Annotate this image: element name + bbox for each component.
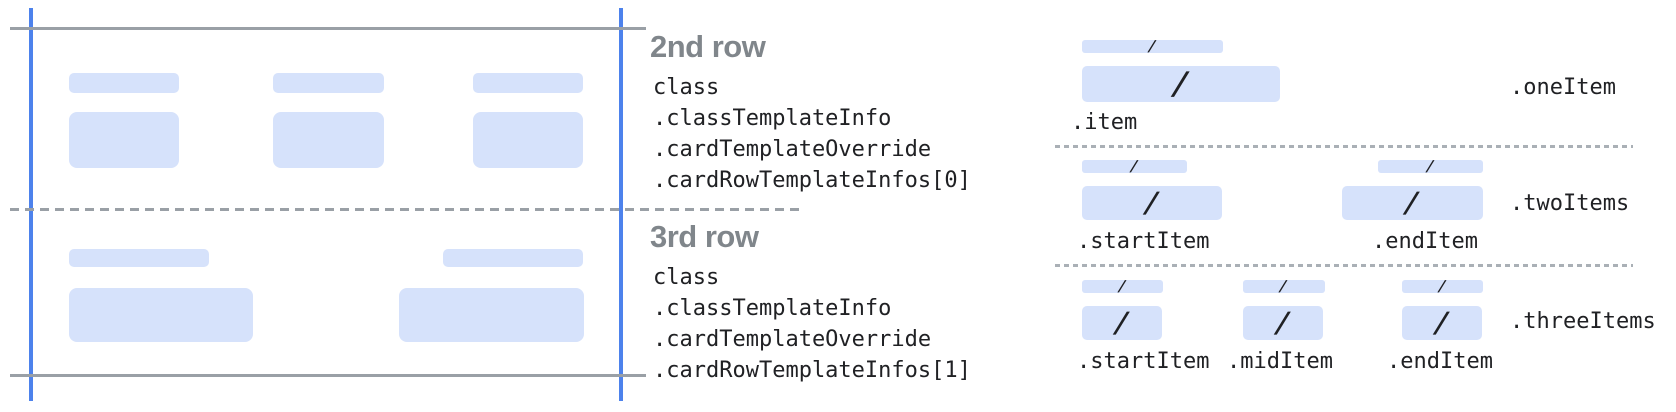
- slash-placeholder-icon: /: [1425, 157, 1437, 175]
- item-value-placeholder-bar: /: [1243, 306, 1323, 340]
- slash-placeholder-icon: /: [1129, 157, 1141, 175]
- slash-placeholder-icon: /: [1437, 277, 1449, 295]
- code-line: .cardTemplateOverride: [653, 327, 932, 352]
- item-title-placeholder-bar: /: [1378, 157, 1483, 175]
- slash-placeholder-icon: /: [1169, 65, 1193, 102]
- one-item-variant-label: .oneItem: [1510, 75, 1616, 100]
- slash-placeholder-icon: /: [1278, 277, 1290, 295]
- code-line: .classTemplateInfo: [653, 296, 892, 321]
- slash-placeholder-icon: /: [1272, 306, 1294, 339]
- start-item-field-label: .startItem: [1077, 229, 1210, 254]
- code-line: .cardRowTemplateInfos[1]: [653, 358, 971, 383]
- label-placeholder-bar: [443, 249, 583, 267]
- slash-placeholder-icon: /: [1117, 277, 1129, 295]
- value-placeholder-box: [473, 112, 583, 168]
- guide-vertical-right-line: [619, 8, 623, 401]
- three-items-variant-label: .threeItems: [1510, 309, 1656, 334]
- code-line: class: [653, 265, 720, 290]
- value-placeholder-box: [69, 288, 253, 342]
- slash-placeholder-icon: /: [1431, 306, 1453, 339]
- item-value-placeholder-bar: /: [1342, 186, 1483, 220]
- label-placeholder-bar: [473, 73, 583, 93]
- guide-horizontal-bottom-line: [10, 374, 646, 377]
- item-title-placeholder-bar: /: [1082, 37, 1223, 55]
- item-field-label: .item: [1071, 110, 1138, 135]
- item-title-placeholder-bar: /: [1082, 277, 1163, 295]
- code-line: .classTemplateInfo: [653, 106, 892, 131]
- label-placeholder-bar: [69, 249, 209, 267]
- item-title-placeholder-bar: /: [1082, 157, 1187, 175]
- code-line: .cardRowTemplateInfos[0]: [653, 168, 971, 193]
- start-item-field-label: .startItem: [1077, 349, 1210, 374]
- item-value-placeholder-bar: /: [1082, 186, 1222, 220]
- guide-horizontal-top-line: [10, 27, 646, 30]
- label-placeholder-bar: [273, 73, 384, 93]
- item-value-placeholder-bar: /: [1402, 306, 1482, 340]
- item-value-placeholder-bar: /: [1082, 66, 1280, 102]
- slash-placeholder-icon: /: [1147, 37, 1159, 55]
- code-line: .cardTemplateOverride: [653, 137, 932, 162]
- code-line: class: [653, 75, 720, 100]
- slash-placeholder-icon: /: [1402, 186, 1423, 219]
- value-placeholder-box: [273, 112, 384, 168]
- mid-item-field-label: .midItem: [1227, 349, 1333, 374]
- variant-divider-dotted-line: [1055, 145, 1633, 148]
- row-divider-dashed-line: [10, 208, 800, 211]
- third-row-heading: 3rd row: [650, 219, 759, 254]
- item-title-placeholder-bar: /: [1402, 277, 1483, 295]
- two-items-variant-label: .twoItems: [1510, 191, 1630, 216]
- end-item-field-label: .endItem: [1372, 229, 1478, 254]
- item-title-placeholder-bar: /: [1243, 277, 1325, 295]
- guide-vertical-left-line: [29, 8, 33, 401]
- value-placeholder-box: [399, 288, 584, 342]
- label-placeholder-bar: [69, 73, 179, 93]
- variant-divider-dotted-line: [1055, 264, 1633, 267]
- end-item-field-label: .endItem: [1387, 349, 1493, 374]
- slash-placeholder-icon: /: [1141, 186, 1163, 219]
- item-value-placeholder-bar: /: [1082, 306, 1162, 340]
- third-row-field-path: class .classTemplateInfo .cardTemplateOv…: [653, 262, 971, 386]
- slash-placeholder-icon: /: [1111, 306, 1133, 339]
- second-row-heading: 2nd row: [650, 29, 766, 64]
- value-placeholder-box: [69, 112, 179, 168]
- second-row-field-path: class .classTemplateInfo .cardTemplateOv…: [653, 72, 971, 196]
